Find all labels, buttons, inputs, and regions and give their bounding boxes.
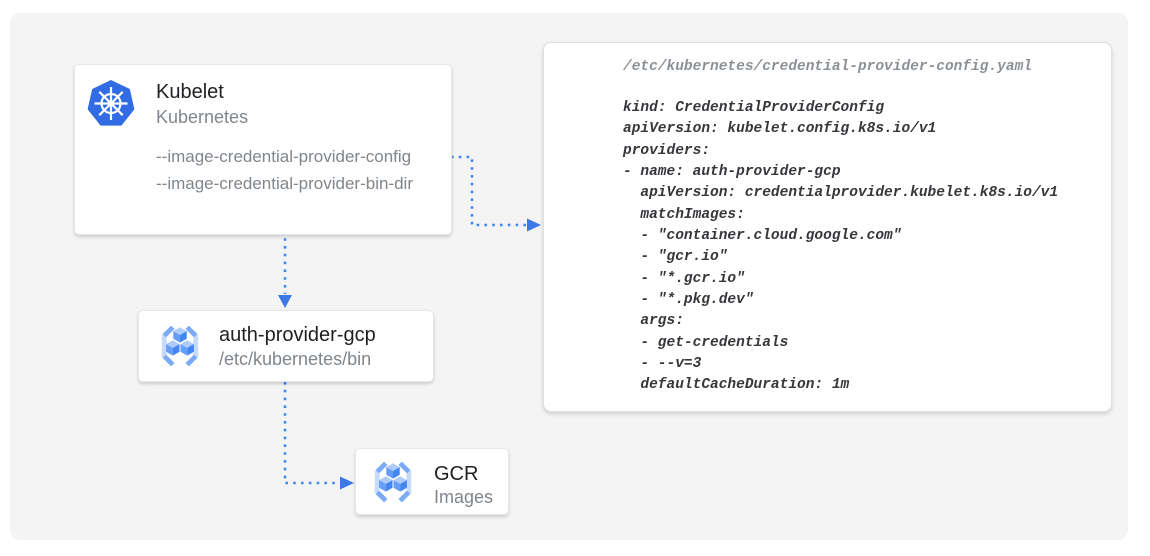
container-registry-icon (161, 325, 199, 367)
arrowhead-to-gcr (340, 476, 354, 490)
flag-image-credential-provider-bin-dir: --image-credential-provider-bin-dir (156, 174, 413, 193)
kubelet-flags: --image-credential-provider-config --ima… (156, 143, 413, 197)
cube-bottom-left (166, 340, 180, 356)
diagram-canvas: Kubelet Kubernetes --image-credential-pr… (10, 13, 1128, 540)
cube-top (386, 463, 400, 479)
kubelet-subtitle: Kubernetes (156, 107, 249, 127)
yaml-code-block: kind: CredentialProviderConfig apiVersio… (623, 100, 1059, 394)
flag-image-credential-provider-config: --image-credential-provider-config (156, 147, 412, 166)
kubernetes-icon (87, 80, 135, 126)
cube-bottom-right (393, 476, 407, 492)
code-panel: /etc/kubernetes/credential-provider-conf… (543, 42, 1112, 412)
cube-top (173, 327, 187, 343)
auth-provider-path: /etc/kubernetes/bin (219, 349, 372, 369)
container-registry-icon (374, 461, 412, 503)
node-auth-provider-gcp: auth-provider-gcp /etc/kubernetes/bin (138, 310, 434, 382)
connector-auth-provider-to-gcr (283, 382, 340, 485)
code-filename: /etc/kubernetes/credential-provider-conf… (623, 59, 1032, 75)
cube-bottom-left (379, 476, 393, 492)
auth-provider-title: auth-provider-gcp (219, 324, 376, 346)
node-kubelet: Kubelet Kubernetes --image-credential-pr… (74, 64, 452, 235)
arrowhead-to-yaml (527, 218, 541, 232)
node-gcr: GCR Images (355, 448, 509, 515)
gcr-title: GCR (434, 463, 479, 485)
kubelet-title: Kubelet (156, 81, 224, 103)
cube-bottom-right (180, 340, 194, 356)
arrowhead-to-auth-provider (278, 295, 292, 308)
gcr-subtitle: Images (434, 487, 494, 507)
